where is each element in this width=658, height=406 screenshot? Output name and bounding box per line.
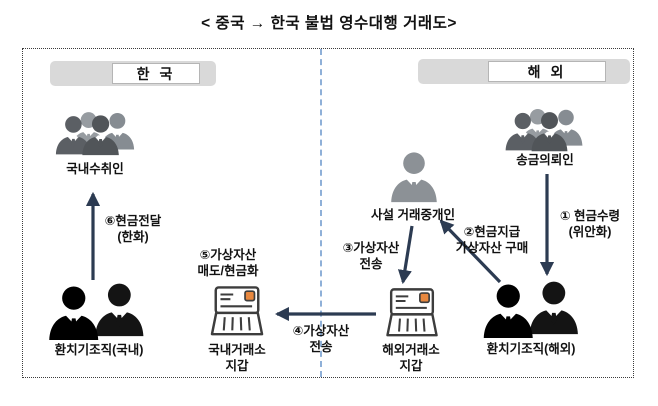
node-label-overseas-exchange-wallet: 해외거래소 지갑 bbox=[382, 343, 440, 373]
wallet-icon bbox=[384, 288, 440, 338]
people-group-icon bbox=[55, 112, 135, 156]
people-group-icon bbox=[505, 108, 583, 152]
flow-label-step2: ②현금지급 가상자산 구매 bbox=[455, 225, 529, 255]
node-label-remitter: 송금의뢰인 bbox=[516, 153, 574, 167]
two-black-figures-icon bbox=[483, 281, 578, 338]
node-label-hwachigi-domestic: 환치기조직(국내) bbox=[54, 343, 144, 357]
section-divider-line bbox=[320, 49, 322, 377]
flow-label-step6: ⑥현금전달 (한화) bbox=[104, 214, 162, 244]
two-black-figures-icon bbox=[49, 283, 144, 340]
flow-label-step3: ③가상자산 전송 bbox=[342, 241, 400, 271]
section-header-korea: 한 국 bbox=[50, 61, 216, 86]
node-label-domestic-exchange-wallet: 국내거래소 지갑 bbox=[208, 343, 266, 373]
node-label-private-broker: 사설 거래중개인 bbox=[371, 208, 455, 222]
diagram-border bbox=[22, 48, 634, 378]
diagram-title: < 중국 → 한국 불법 영수대행 거래도> bbox=[201, 15, 457, 32]
person-icon bbox=[391, 152, 437, 203]
flow-label-step5: ⑤가상자산 매도/현금화 bbox=[197, 248, 259, 278]
section-header-overseas: 해 외 bbox=[418, 59, 630, 84]
section-header-korea-label: 한 국 bbox=[112, 63, 200, 84]
arrow-step3-asset-transfer bbox=[397, 225, 414, 285]
wallet-icon bbox=[208, 286, 266, 337]
flow-label-step1: ① 현금수령 (위안화) bbox=[559, 209, 621, 239]
node-label-hwachigi-overseas: 환치기조직(해외) bbox=[486, 342, 576, 356]
node-label-domestic-recipient: 국내수취인 bbox=[66, 162, 124, 176]
arrow-step2-cash-payment bbox=[439, 219, 502, 284]
section-header-overseas-label: 해 외 bbox=[488, 61, 606, 82]
flow-label-step4: ④가상자산 전송 bbox=[292, 324, 350, 354]
